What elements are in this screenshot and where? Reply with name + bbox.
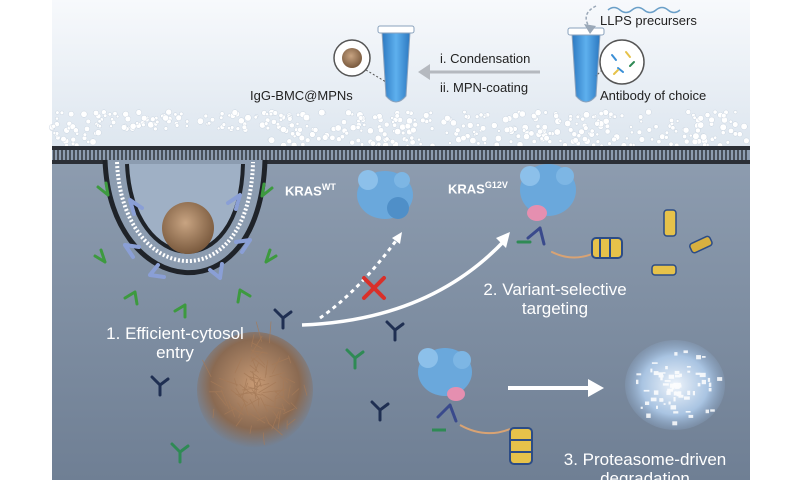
condensation-label: i. Condensation: [440, 51, 530, 66]
kras-g12v-label: KRASG12V: [448, 180, 508, 196]
mpn-cylinder-1: [592, 238, 622, 258]
g12v-mutation-site: [527, 205, 547, 221]
mpn-cylinder-2: [510, 428, 532, 464]
kras-wt-protein: [357, 170, 413, 219]
kras-wt-label: KRASWT: [285, 182, 336, 198]
mpn-coating-label: ii. MPN-coating: [440, 80, 528, 95]
degraded-protein-fragments: [625, 340, 725, 430]
llps-label: LLPS precursers: [600, 13, 697, 28]
antibody-label: Antibody of choice: [600, 88, 706, 103]
product-label: IgG-BMC@MPNs: [250, 88, 353, 103]
bmc-particle-in-vesicle: [162, 202, 214, 254]
